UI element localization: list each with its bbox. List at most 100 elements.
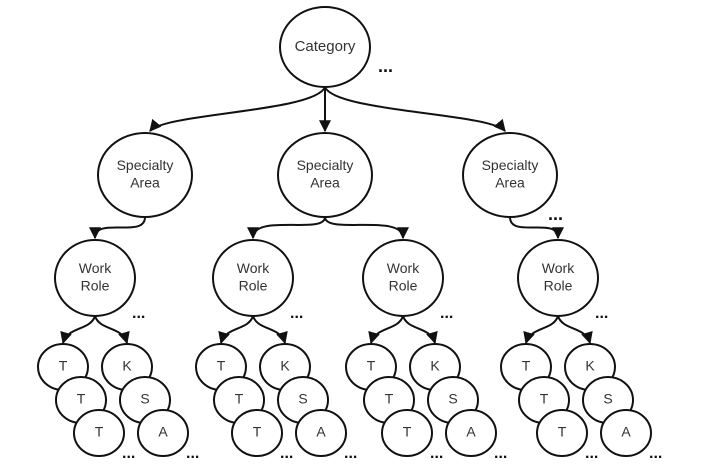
- specialty-area-node-2-label: Area: [310, 174, 340, 190]
- task-node-2-1-1-label: T: [217, 358, 226, 374]
- work-role-node-2-1-shape: [212, 239, 294, 317]
- task-node-1-1-3: T: [73, 409, 125, 457]
- ksa-node-s-2-1-label: S: [298, 391, 307, 407]
- ksa-node-a-2-2-shape: [445, 409, 497, 457]
- edge-specialty-3-to-workrole-1: [509, 216, 564, 240]
- work-role-node-2-2-shape: [362, 239, 444, 317]
- work-role-node-2-2-label: Work: [387, 260, 420, 276]
- task-node-2-2-2-label: T: [385, 391, 394, 407]
- task-node-1-1-3-shape: [73, 409, 125, 457]
- edge-workrole-2-2-to-task: [368, 315, 404, 345]
- ksa-node-k-2-2-label: K: [430, 358, 440, 374]
- category-node: Category: [279, 6, 371, 88]
- task-node-2-1-3-label: T: [253, 424, 262, 440]
- work-role-node-1-1-label: Role: [81, 277, 110, 293]
- specialty-area-node-3-label: Area: [495, 174, 525, 190]
- task-node-2-1-3: T: [231, 409, 283, 457]
- work-role-2-2-more-ellipsis: ...: [440, 305, 453, 322]
- tasks-1-1-more-ellipsis: ...: [122, 445, 135, 462]
- ellipsis-layer: ........................................…: [122, 56, 662, 462]
- ksa-node-a-1-1-shape: [137, 409, 189, 457]
- specialty-area-node-1-label: Specialty: [117, 157, 174, 173]
- ksa-node-a-2-2-label: A: [466, 424, 476, 440]
- edge-workrole-3-1-to-ksa: [557, 315, 593, 345]
- ksa-node-a-1-1: A: [137, 409, 189, 457]
- tasks-3-1-more-ellipsis: ...: [585, 445, 598, 462]
- task-node-2-2-3-label: T: [403, 424, 412, 440]
- category-node-label: Category: [295, 38, 356, 55]
- edge-workrole-2-2-to-ksa: [402, 315, 438, 345]
- work-role-node-2-2-label: Role: [389, 277, 418, 293]
- leaves-group-2-1: T T T K S A: [195, 343, 347, 457]
- leaves-group-1-1: T T T K S A: [37, 343, 189, 457]
- ksa-node-a-3-1-shape: [600, 409, 652, 457]
- work-role-1-1-more-ellipsis: ...: [132, 305, 145, 322]
- ksa-node-k-2-1-label: K: [280, 358, 290, 374]
- work-role-node-2-1-label: Role: [239, 277, 268, 293]
- work-role-2-1-more-ellipsis: ...: [290, 305, 303, 322]
- tasks-2-1-more-ellipsis: ...: [280, 445, 293, 462]
- edge-category-to-specialty-1: [149, 86, 326, 132]
- category-node-shape: [279, 6, 371, 88]
- edge-workrole-1-1-to-ksa: [94, 315, 130, 345]
- ksa-node-a-3-1: A: [600, 409, 652, 457]
- work-role-node-3-1-label: Work: [542, 260, 575, 276]
- work-role-node-2-1-label: Work: [237, 260, 270, 276]
- task-node-3-1-2-label: T: [540, 391, 549, 407]
- ksa-node-a-2-2: A: [445, 409, 497, 457]
- work-role-3-1-more-ellipsis: ...: [595, 305, 608, 322]
- task-node-2-1-2-label: T: [235, 391, 244, 407]
- edge-workrole-2-1-to-task: [218, 315, 254, 345]
- ksa-node-s-3-1-label: S: [603, 391, 612, 407]
- specialty-area-node-3-shape: [462, 132, 558, 218]
- work-role-node-1-1-label: Work: [79, 260, 112, 276]
- ksa-2-1-more-ellipsis: ...: [344, 445, 357, 462]
- task-node-2-2-1-label: T: [367, 358, 376, 374]
- ksa-node-k-3-1-label: K: [585, 358, 595, 374]
- task-node-1-1-1-label: T: [59, 358, 68, 374]
- ksa-node-a-2-1: A: [295, 409, 347, 457]
- ksa-node-a-3-1-label: A: [621, 424, 631, 440]
- ksa-node-k-1-1-label: K: [122, 358, 132, 374]
- task-node-3-1-3-label: T: [558, 424, 567, 440]
- specialty-3-more-ellipsis: ...: [548, 204, 563, 224]
- ksa-node-a-2-1-shape: [295, 409, 347, 457]
- leaves-group-3-1: T T T K S A: [500, 343, 652, 457]
- work-role-node-1-1-shape: [54, 239, 136, 317]
- work-role-node-3-1-shape: [517, 239, 599, 317]
- ksa-node-a-2-1-label: A: [316, 424, 326, 440]
- task-node-2-2-3: T: [381, 409, 433, 457]
- leaves-group-2-2: T T T K S A: [345, 343, 497, 457]
- specialty-area-node-1-shape: [97, 132, 193, 218]
- edge-specialty-2-to-workrole-2: [324, 216, 409, 240]
- edge-workrole-3-1-to-task: [523, 315, 559, 345]
- nodes-layer: CategorySpecialtyAreaWorkRoleTTTKSASpeci…: [37, 6, 652, 457]
- specialty-area-node-3-label: Specialty: [482, 157, 539, 173]
- work-role-node-3-1-label: Role: [544, 277, 573, 293]
- specialty-area-node-2-shape: [277, 132, 373, 218]
- task-node-1-1-2-label: T: [77, 391, 86, 407]
- edge-workrole-1-1-to-task: [60, 315, 96, 345]
- ksa-node-s-1-1-label: S: [140, 391, 149, 407]
- edge-specialty-1-to-workrole-1: [89, 216, 146, 240]
- task-node-3-1-3: T: [536, 409, 588, 457]
- ksa-3-1-more-ellipsis: ...: [649, 445, 662, 462]
- ksa-node-a-1-1-label: A: [158, 424, 168, 440]
- ksa-node-s-2-2-label: S: [448, 391, 457, 407]
- task-node-1-1-3-label: T: [95, 424, 104, 440]
- ksa-2-2-more-ellipsis: ...: [494, 445, 507, 462]
- specialty-area-node-1-label: Area: [130, 174, 160, 190]
- task-node-2-2-3-shape: [381, 409, 433, 457]
- tasks-2-2-more-ellipsis: ...: [430, 445, 443, 462]
- task-node-3-1-1-label: T: [522, 358, 531, 374]
- ksa-1-1-more-ellipsis: ...: [186, 445, 199, 462]
- specialty-area-node-2-label: Specialty: [297, 157, 354, 173]
- edge-category-to-specialty-3: [324, 86, 506, 132]
